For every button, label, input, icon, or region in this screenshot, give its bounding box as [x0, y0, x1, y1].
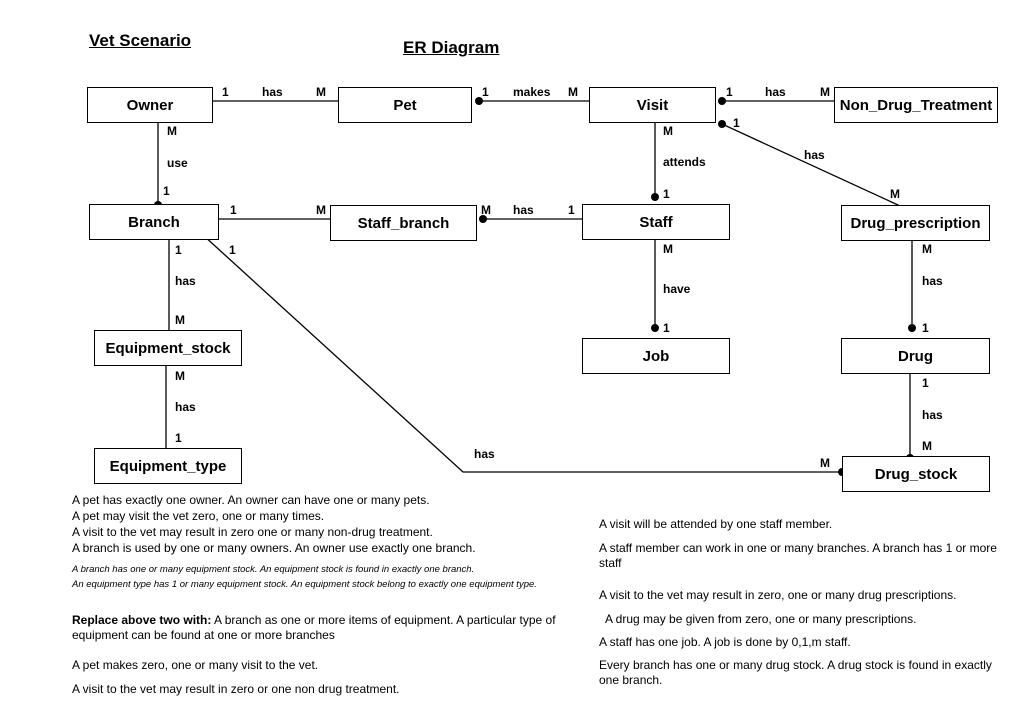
entity-branch: Branch — [89, 204, 219, 240]
verb-pet-visit: makes — [513, 85, 551, 99]
note-left-4: A branch is used by one or many owners. … — [72, 541, 476, 555]
entity-pet: Pet — [338, 87, 472, 123]
diagram-title: ER Diagram — [403, 38, 500, 57]
card-drug-ds-to: M — [922, 439, 932, 453]
card-sb-staff-from: M — [481, 203, 491, 217]
verb-es-et: has — [175, 400, 196, 414]
entity-drug: Drug — [841, 338, 990, 374]
note-right-4: A drug may be given from zero, one or ma… — [599, 612, 917, 626]
entity-owner: Owner — [87, 87, 213, 123]
verb-drug-ds: has — [922, 408, 943, 422]
note-left-5: A pet makes zero, one or many visit to t… — [72, 658, 319, 672]
verb-owner-branch: use — [167, 156, 188, 170]
note-left-6: A visit to the vet may result in zero or… — [72, 682, 400, 696]
line-branch-drugstock — [202, 234, 842, 473]
card-visit-staff-to: 1 — [663, 187, 670, 201]
card-owner-pet-to: M — [316, 85, 326, 99]
entity-staff: Staff — [582, 204, 730, 240]
card-owner-pet-from: 1 — [222, 85, 229, 99]
card-branch-es-from: 1 — [175, 243, 182, 257]
verb-branch-es: has — [175, 274, 196, 288]
entity-staff-branch: Staff_branch — [330, 205, 477, 241]
note-left-small-2: An equipment type has 1 or many equipmen… — [72, 579, 537, 590]
card-staff-job-to: 1 — [663, 321, 670, 335]
card-branch-sb-to: M — [316, 203, 326, 217]
note-left-2: A pet may visit the vet zero, one or man… — [72, 509, 325, 523]
card-owner-branch-from: M — [167, 124, 177, 138]
verb-dp-drug: has — [922, 274, 943, 288]
card-es-et-from: M — [175, 369, 185, 383]
entity-drug-prescription: Drug_prescription — [841, 205, 990, 241]
note-replace-bold: Replace above two with: — [72, 613, 212, 627]
entity-drug-stock: Drug_stock — [842, 456, 990, 492]
card-branch-ds-to: M — [820, 456, 830, 470]
card-es-et-to: 1 — [175, 431, 182, 445]
note-replace-text: A branch as one or more items of equipme… — [72, 613, 556, 642]
card-visit-dp-from: 1 — [733, 116, 740, 130]
card-drug-ds-from: 1 — [922, 376, 929, 390]
note-right-5: A staff has one job. A job is done by 0,… — [599, 635, 851, 649]
verb-visit-dp: has — [804, 148, 825, 162]
card-branch-sb-from: 1 — [230, 203, 237, 217]
verb-visit-ndt: has — [765, 85, 786, 99]
connector-dots — [154, 97, 916, 476]
note-left-replace: Replace above two with: A branch as one … — [72, 613, 592, 643]
entity-equipment-type: Equipment_type — [94, 448, 242, 484]
note-right-3: A visit to the vet may result in zero, o… — [599, 588, 957, 602]
card-visit-staff-from: M — [663, 124, 673, 138]
note-left-3: A visit to the vet may result in zero on… — [72, 525, 433, 539]
card-dp-drug-to: 1 — [922, 321, 929, 335]
verb-visit-staff: attends — [663, 155, 706, 169]
entity-non-drug-treatment: Non_Drug_Treatment — [834, 87, 998, 123]
card-branch-ds-from: 1 — [229, 243, 236, 257]
card-owner-branch-to: 1 — [163, 184, 170, 198]
card-staff-job-from: M — [663, 242, 673, 256]
scenario-title: Vet Scenario — [89, 31, 192, 50]
note-right-6: Every branch has one or many drug stock.… — [599, 658, 992, 687]
card-dp-drug-from: M — [922, 242, 932, 256]
card-visit-ndt-from: 1 — [726, 85, 733, 99]
note-right-2: A staff member can work in one or many b… — [599, 541, 997, 570]
note-left-1: A pet has exactly one owner. An owner ca… — [72, 493, 430, 507]
entity-job: Job — [582, 338, 730, 374]
verb-branch-ds: has — [474, 447, 495, 461]
card-visit-dp-to: M — [890, 187, 900, 201]
entity-equipment-stock: Equipment_stock — [94, 330, 242, 366]
note-left-small-1: A branch has one or many equipment stock… — [72, 564, 475, 575]
line-visit-drug-prescription — [721, 123, 912, 212]
note-right-1: A visit will be attended by one staff me… — [599, 517, 833, 531]
verb-staff-job: have — [663, 282, 691, 296]
card-visit-ndt-to: M — [820, 85, 830, 99]
card-pet-visit-to: M — [568, 85, 578, 99]
verb-sb-staff: has — [513, 203, 534, 217]
verb-owner-pet: has — [262, 85, 283, 99]
card-pet-visit-from: 1 — [482, 85, 489, 99]
card-sb-staff-to: 1 — [568, 203, 575, 217]
entity-visit: Visit — [589, 87, 716, 123]
card-branch-es-to: M — [175, 313, 185, 327]
